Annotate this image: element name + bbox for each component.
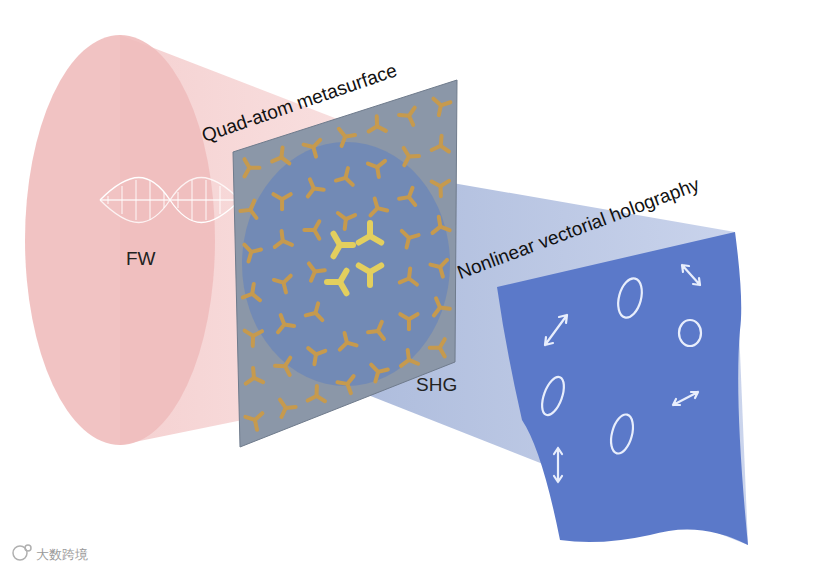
meta-atom — [336, 168, 359, 191]
beam-label: FW — [126, 248, 156, 270]
meta-atom — [243, 284, 266, 307]
meta-atom — [368, 161, 387, 179]
meta-atom — [272, 148, 294, 171]
meta-atom — [367, 365, 388, 384]
meta-atom — [370, 198, 389, 218]
meta-atom — [368, 322, 391, 344]
meta-atom — [337, 376, 359, 396]
meta-atom — [308, 386, 330, 409]
meta-atom — [275, 231, 296, 253]
meta-atom — [244, 159, 259, 176]
meta-atom — [306, 348, 325, 366]
meta-atom — [327, 271, 356, 299]
meta-atom — [430, 260, 451, 279]
meta-atom — [274, 400, 296, 421]
meta-atom — [398, 231, 418, 250]
meta-atom — [359, 266, 382, 286]
meta-atom — [399, 188, 422, 211]
meta-atom — [245, 413, 265, 431]
meta-atom — [359, 223, 387, 252]
meta-atom — [274, 276, 294, 295]
meta-atom — [432, 136, 454, 159]
meta-atom — [433, 217, 453, 239]
meta-atom — [304, 140, 325, 159]
meta-atom — [240, 201, 263, 223]
meta-atom — [334, 129, 356, 149]
meta-atom — [334, 234, 354, 257]
meta-atom — [369, 116, 390, 138]
meta-atom — [303, 263, 325, 284]
watermark: 大数跨境 — [36, 548, 88, 563]
meta-atom — [430, 99, 450, 117]
metasurface — [233, 80, 457, 447]
meta-atom — [400, 269, 422, 292]
meta-atom — [430, 339, 453, 361]
meta-atom — [434, 298, 451, 317]
meta-atom — [432, 181, 450, 197]
meta-atom — [397, 148, 419, 169]
meta-atom — [401, 350, 422, 372]
meta-atom — [304, 221, 327, 243]
meta-atom — [399, 108, 421, 129]
meta-atom — [308, 179, 325, 198]
meta-atom — [275, 358, 297, 379]
meta-atom — [400, 314, 417, 329]
beam-label: SHG — [416, 374, 457, 396]
incident-wave — [100, 178, 240, 223]
meta-atom — [273, 194, 290, 209]
watermark-logo — [13, 545, 31, 560]
hologram-screen — [497, 232, 748, 545]
meta-atom — [240, 245, 261, 264]
meta-atom — [336, 213, 355, 230]
meta-atom — [278, 315, 296, 334]
meta-atom — [340, 333, 359, 354]
meta-atom — [306, 303, 329, 326]
meta-atom — [246, 368, 267, 390]
meta-atom — [244, 331, 262, 347]
